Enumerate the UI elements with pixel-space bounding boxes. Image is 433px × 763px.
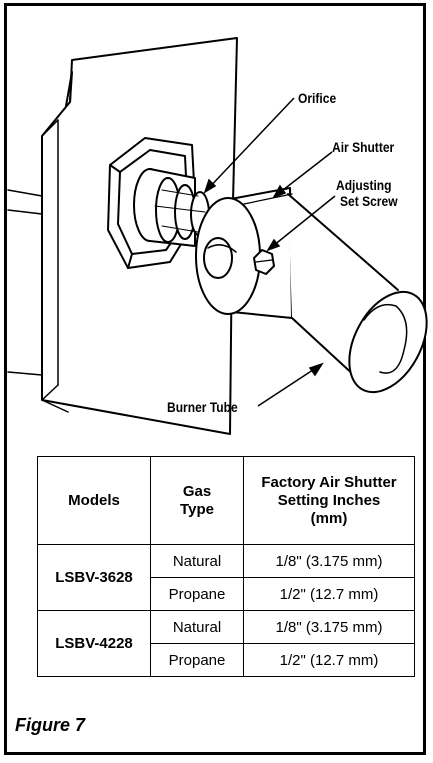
adjusting-label: Adjusting [336,177,392,193]
setting-cell: 1/8" (3.175 mm) [243,544,415,578]
gas-type-header: Gas Type [150,456,244,545]
table-row: Propane 1/2" (12.7 mm) [38,643,415,677]
burner-tube-label: Burner Tube [167,399,238,415]
gas-type-cell: Natural [150,610,244,644]
setting-header: Factory Air Shutter Setting Inches (mm) [243,456,415,545]
air-shutter-label: Air Shutter [332,139,395,155]
set-screw [253,249,275,275]
leader-lines [203,97,336,407]
setting-cell: 1/8" (3.175 mm) [243,610,415,644]
gas-type-cell: Propane [150,643,244,677]
orifice-fitting [133,168,210,247]
figure-caption: Figure 7 [15,715,86,735]
figure-frame [4,3,426,755]
table-row: LSBV-4228 Natural 1/8" (3.175 mm) [37,610,415,677]
table-row: LSBV-3628 Natural 1/8" (3.175 mm) [37,544,415,611]
setting-cell: 1/2" (12.7 mm) [243,643,415,677]
set-screw-label: Set Screw [340,193,398,209]
models-header: Models [37,456,151,545]
orifice-label: Orifice [298,90,337,106]
burner-tube [287,193,428,394]
model-cell: LSBV-3628 [37,544,151,611]
air-shutter-settings-table: Models Gas Type Factory Air Shutter Sett… [37,456,415,677]
model-cell: LSBV-4228 [37,610,151,677]
gas-type-cell: Propane [150,577,244,611]
table-header-row: Models Gas Type Factory Air Shutter Sett… [37,456,415,545]
setting-cell: 1/2" (12.7 mm) [243,577,415,611]
gas-type-cell: Natural [150,544,244,578]
burner-diagram [7,37,428,435]
air-shutter [195,187,293,319]
